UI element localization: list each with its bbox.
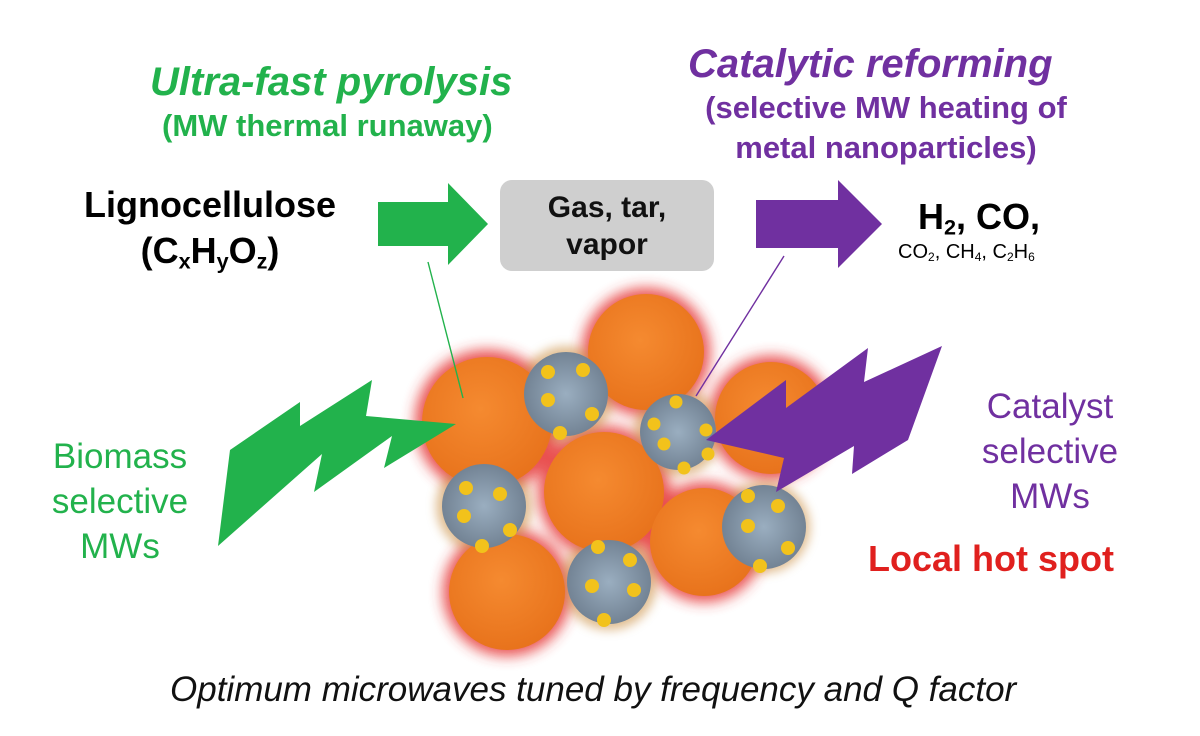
- reforming-connector-line: [695, 255, 785, 397]
- intermediate-box: Gas, tar, vapor: [500, 180, 714, 271]
- feedstock-formula: (CxHyOz): [140, 230, 280, 274]
- biomass-label: Biomass selective MWs: [20, 434, 220, 569]
- reforming-subtitle-line: metal nanoparticles): [735, 130, 1037, 165]
- caption: Optimum microwaves tuned by frequency an…: [170, 670, 1017, 709]
- pyrolysis-connector-line: [427, 261, 464, 399]
- catalyst-particle: [442, 464, 526, 553]
- catalyst-label-line: Catalyst: [986, 387, 1114, 426]
- biomass-particle: [588, 294, 704, 410]
- catalyst-particle: [524, 352, 608, 440]
- feedstock-label: Lignocellulose (CxHyOz): [60, 182, 360, 284]
- feedstock-name: Lignocellulose: [83, 184, 337, 225]
- minor-products: CO2, CH4, C2H6: [898, 241, 1035, 264]
- biomass-particle: [422, 357, 552, 487]
- pyrolysis-subtitle: (MW thermal runaway): [162, 108, 493, 143]
- purple-arrow: [756, 180, 882, 268]
- catalyst-label: Catalyst selective MWs: [940, 384, 1160, 519]
- hot-spot-label: Local hot spot: [868, 538, 1114, 579]
- intermediate-line: Gas, tar,: [547, 191, 667, 224]
- biomass-label-line: Biomass: [52, 437, 188, 476]
- pyrolysis-title: Ultra-fast pyrolysis: [150, 60, 513, 104]
- catalyst-microwave-bolt-icon: [706, 346, 942, 492]
- catalyst-particle: [567, 540, 651, 627]
- main-products: H2, CO,: [918, 196, 1041, 240]
- catalyst-label-line: MWs: [1010, 477, 1090, 516]
- reforming-title: Catalytic reforming: [688, 42, 1053, 86]
- reforming-subtitle-line: (selective MW heating of: [705, 90, 1067, 125]
- green-arrow: [378, 183, 488, 265]
- biomass-particle: [449, 534, 565, 650]
- catalyst-particle: [640, 394, 716, 475]
- biomass-microwave-bolt-icon: [218, 380, 456, 546]
- catalyst-label-line: selective: [981, 432, 1119, 471]
- biomass-particle: [544, 432, 664, 552]
- catalyst-particle: [722, 485, 806, 573]
- biomass-label-line: MWs: [80, 527, 160, 566]
- intermediate-line: vapor: [566, 228, 648, 261]
- biomass-label-line: selective: [51, 482, 189, 521]
- reforming-subtitle: (selective MW heating of metal nanoparti…: [666, 88, 1106, 168]
